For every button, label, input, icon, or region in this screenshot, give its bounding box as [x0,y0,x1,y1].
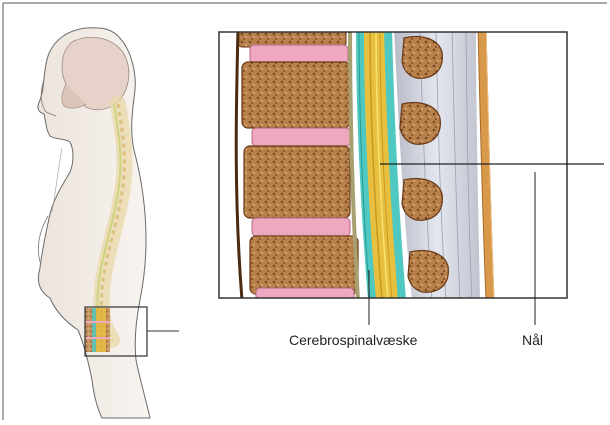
human-figure-illustration [38,28,150,418]
vertebral-bodies [236,25,358,302]
needle-label: Nål [522,332,543,348]
csf-label: Cerebrospinalvæske [289,332,417,348]
